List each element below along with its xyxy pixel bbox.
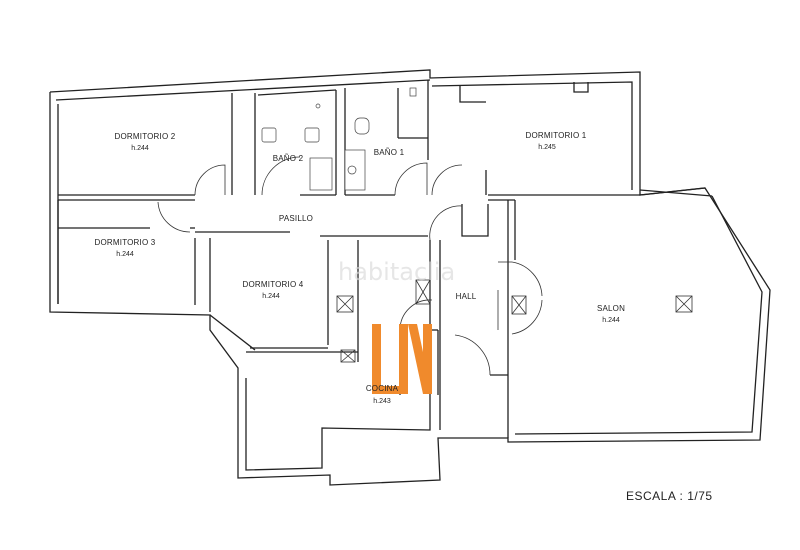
room-label-hall: HALL [456,292,477,301]
scale-label: ESCALA : 1/75 [626,489,713,503]
toilet-bano-1 [354,117,370,135]
bathtub-bano-2 [309,157,333,191]
room-height-dormitorio-2: h.244 [131,145,149,152]
orange-logo-mark [372,324,432,394]
room-label-pasillo: PASILLO [279,214,313,223]
room-height-cocina: h.243 [373,398,391,405]
room-label-bano-2: BAÑO 2 [273,154,304,163]
shower-head-bano-1 [409,87,417,97]
room-label-dormitorio-2: DORMITORIO 2 [115,132,176,141]
room-labels: DORMITORIO 2 h.244 BAÑO 2 BAÑO 1 DORMITO… [95,131,625,405]
doors [157,156,543,376]
room-height-dormitorio-4: h.244 [262,293,280,300]
watermark-text: habitaclia [338,258,455,286]
toilet-bano-2 [261,127,277,143]
room-height-dormitorio-3: h.244 [116,251,134,258]
room-label-dormitorio-1: DORMITORIO 1 [526,131,587,140]
room-height-dormitorio-1: h.245 [538,144,556,151]
room-label-dormitorio-3: DORMITORIO 3 [95,238,156,247]
bidet-bano-2 [304,127,320,143]
interior-walls [57,80,713,438]
shower-head-bano-2 [315,103,321,109]
shower-drain-bano-1 [347,165,357,175]
bathroom-fixtures [261,87,417,191]
room-height-salon: h.244 [602,317,620,324]
room-label-cocina: COCINA [366,384,399,393]
ventilation-shafts [336,279,693,363]
room-label-bano-1: BAÑO 1 [374,148,405,157]
room-label-dormitorio-4: DORMITORIO 4 [243,280,304,289]
room-label-salon: SALON [597,304,625,313]
outer-walls [49,69,771,486]
